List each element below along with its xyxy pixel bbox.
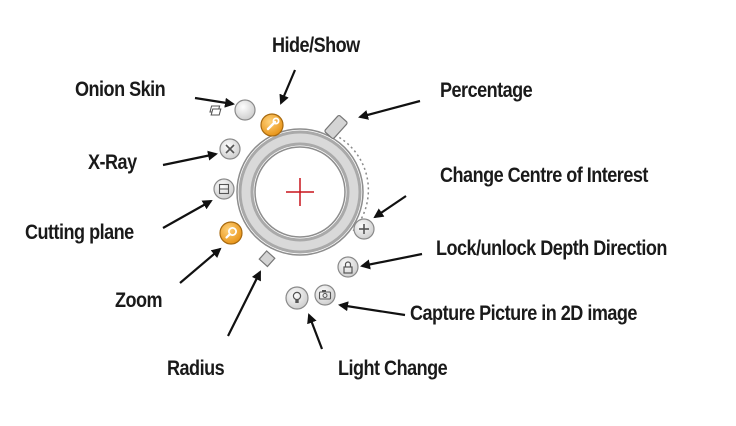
label-hide-show: Hide/Show xyxy=(272,34,360,57)
arrow-change-centre xyxy=(373,195,407,219)
label-x-ray: X-Ray xyxy=(88,151,137,174)
lock-depth-button[interactable] xyxy=(337,256,359,278)
arrow-cutting-plane xyxy=(162,200,213,229)
magnifier-icon xyxy=(225,226,237,239)
arrow-zoom xyxy=(179,247,222,284)
layers-icon xyxy=(209,105,222,116)
zoom-button[interactable] xyxy=(219,221,243,245)
arrow-percentage xyxy=(358,99,421,120)
arrow-light-change xyxy=(307,313,324,350)
bulb-icon xyxy=(292,291,302,303)
label-radius: Radius xyxy=(167,357,225,380)
arrow-onion-skin xyxy=(194,96,235,108)
label-cutting-plane: Cutting plane xyxy=(25,221,134,244)
callout-arrows xyxy=(162,69,423,350)
x-circle-icon xyxy=(225,144,235,154)
compass-ring[interactable] xyxy=(236,128,370,256)
capture-picture-button[interactable] xyxy=(314,284,336,306)
radius-handle[interactable] xyxy=(258,250,276,268)
label-zoom: Zoom xyxy=(115,289,163,312)
plane-icon xyxy=(218,183,230,195)
cutting-plane-button[interactable] xyxy=(213,178,235,200)
arrow-radius xyxy=(227,270,261,337)
hide-show-button[interactable] xyxy=(260,113,284,137)
crosshair-icon xyxy=(286,178,314,206)
label-onion-skin: Onion Skin xyxy=(75,78,166,101)
wrench-icon xyxy=(266,117,280,131)
label-lock-depth: Lock/unlock Depth Direction xyxy=(436,237,667,260)
arrow-lock-depth xyxy=(360,252,423,270)
plus-icon xyxy=(359,224,369,234)
x-ray-button[interactable] xyxy=(219,138,241,160)
label-percentage: Percentage xyxy=(440,79,533,102)
label-change-centre: Change Centre of Interest xyxy=(440,164,648,187)
percentage-handle[interactable] xyxy=(324,115,348,139)
light-change-button[interactable] xyxy=(285,286,309,310)
arrow-capture-picture xyxy=(338,301,406,317)
change-centre-button[interactable] xyxy=(353,218,375,240)
onion-skin-button[interactable] xyxy=(209,99,256,121)
camera-icon xyxy=(318,290,332,300)
arrow-x-ray xyxy=(162,150,218,167)
arrow-hide-show xyxy=(279,69,297,105)
label-capture-picture: Capture Picture in 2D image xyxy=(410,302,637,325)
lock-icon xyxy=(343,261,353,274)
label-light-change: Light Change xyxy=(338,357,448,380)
